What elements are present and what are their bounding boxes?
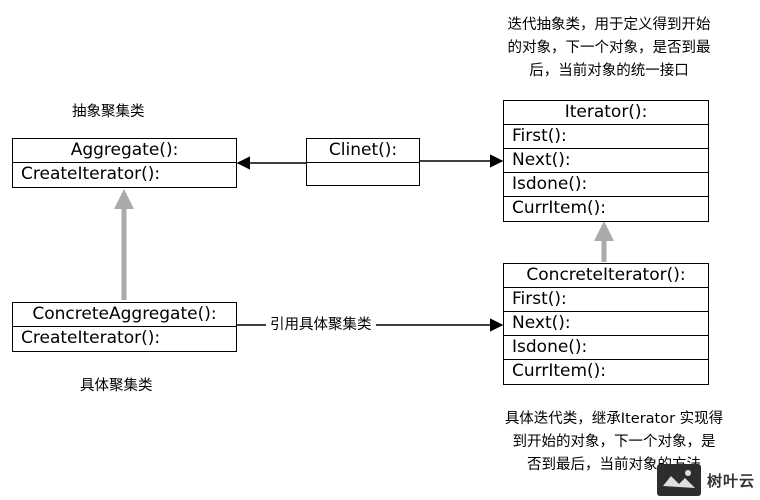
method-row: First(): xyxy=(504,288,708,312)
method-row: CurrItem(): xyxy=(512,198,607,218)
class-name: Clinet(): xyxy=(307,139,419,163)
iterator-note: 迭代抽象类，用于定义得到开始 的对象，下一个对象，是否到最 后，当前对象的统一接… xyxy=(498,14,720,83)
class-name: Aggregate(): xyxy=(13,139,236,163)
class-name: ConcreteAggregate(): xyxy=(13,303,236,327)
class-name: Iterator(): xyxy=(504,101,708,125)
watermark-logo-icon xyxy=(657,464,701,496)
method-row: CreateIterator(): xyxy=(21,164,161,184)
concrete-iterator-class: ConcreteIterator(): First(): Next(): Isd… xyxy=(503,263,709,385)
concrete-iterator-note-line: 具体迭代类，继承Iterator 实现得 xyxy=(504,411,724,427)
concrete-iterator-note-line: 到开始的对象，下一个对象，是 xyxy=(512,434,716,450)
aggregate-note: 抽象聚集类 xyxy=(72,101,145,124)
method-row: CreateIterator(): xyxy=(21,328,161,348)
watermark-text: 树叶云 xyxy=(707,472,756,490)
watermark: 树叶云 xyxy=(655,462,760,500)
method-row: First(): xyxy=(504,125,708,149)
iterator-note-line: 后，当前对象的统一接口 xyxy=(529,63,689,79)
method-row: Next(): xyxy=(504,149,708,173)
aggregate-note-text: 抽象聚集类 xyxy=(72,104,145,120)
client-class: Clinet(): xyxy=(306,138,420,186)
iterator-note-line: 的对象，下一个对象，是否到最 xyxy=(507,40,711,56)
iterator-note-line: 迭代抽象类，用于定义得到开始 xyxy=(507,17,711,33)
class-name: ConcreteIterator(): xyxy=(504,264,708,288)
reference-label: 引用具体聚集类 xyxy=(266,315,376,335)
method-row: Isdone(): xyxy=(504,336,708,360)
concrete-aggregate-note: 具体聚集类 xyxy=(80,375,153,398)
aggregate-class: Aggregate(): CreateIterator(): xyxy=(12,138,237,188)
method-row: Isdone(): xyxy=(504,173,708,197)
empty-compartment xyxy=(307,163,419,185)
concrete-aggregate-class: ConcreteAggregate(): CreateIterator(): xyxy=(12,302,237,352)
concrete-aggregate-note-text: 具体聚集类 xyxy=(80,378,153,394)
iterator-class: Iterator(): First(): Next(): Isdone(): C… xyxy=(503,100,709,222)
method-row: Next(): xyxy=(504,312,708,336)
method-row: CurrItem(): xyxy=(512,361,607,381)
